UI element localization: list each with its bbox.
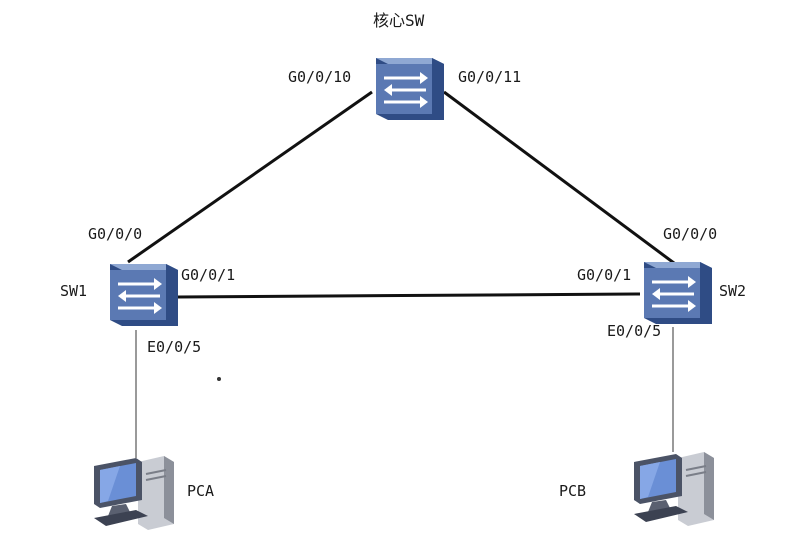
- sw1-label: SW1: [60, 282, 88, 300]
- port-label-sw2-up: G0/0/0: [663, 225, 718, 243]
- switch-icon: [376, 58, 444, 120]
- port-label-core-right: G0/0/11: [458, 68, 522, 86]
- core-switch-label: 核心SW: [373, 11, 425, 30]
- pca-label: PCA: [187, 482, 215, 500]
- switch-icon: [644, 262, 712, 324]
- port-label-sw1-down: E0/0/5: [147, 338, 202, 356]
- port-label-core-left: G0/0/10: [288, 68, 352, 86]
- switch-icon: [110, 264, 178, 326]
- port-label-sw2-left: G0/0/1: [577, 266, 632, 284]
- port-label-sw2-down: E0/0/5: [607, 322, 662, 340]
- link-sw1-sw2: [177, 292, 641, 299]
- port-label-sw1-up: G0/0/0: [88, 225, 143, 243]
- link-core-sw2: [443, 90, 679, 268]
- link-core-sw1: [127, 90, 373, 264]
- core-switch[interactable]: [370, 52, 448, 130]
- pcb-label: PCB: [559, 482, 587, 500]
- sw2-switch[interactable]: [638, 256, 716, 334]
- sw2-label: SW2: [719, 282, 747, 300]
- cursor-dot: [217, 377, 221, 381]
- pcb-computer[interactable]: [630, 448, 720, 532]
- desktop-pc-icon: [634, 452, 714, 526]
- pca-computer[interactable]: [90, 452, 180, 536]
- desktop-pc-icon: [94, 456, 174, 530]
- port-label-sw1-right: G0/0/1: [181, 266, 236, 284]
- sw1-switch[interactable]: [104, 258, 182, 336]
